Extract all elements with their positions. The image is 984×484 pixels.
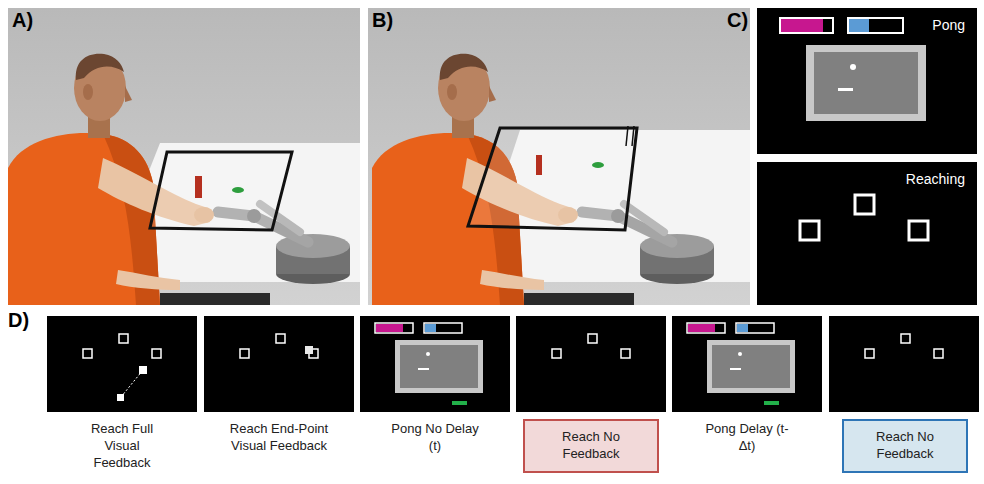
pong-field [814,52,918,114]
screen-panel: Reaching [757,162,977,305]
display-frame [468,128,637,230]
score-fill [849,19,869,32]
panel-background [8,8,360,305]
green-target [232,187,244,193]
target-square [909,221,928,240]
condition-box: Reach No Feedback [842,419,968,473]
target-set [552,334,630,358]
condition-caption: Pong Delay (t-Δt) [702,421,792,455]
start-point [117,394,124,401]
subject-scene [8,54,350,305]
cursor-trail [121,370,143,397]
condition-caption: Reach End-Point Visual Feedback [219,421,339,455]
target-square [800,221,819,240]
screen-background [672,316,822,412]
target-set [865,334,943,358]
pong-ball [850,64,856,70]
red-marker [195,176,202,198]
panel-background [368,8,750,305]
pong-game [687,323,795,405]
condition-caption: Pong No Delay (t) [390,421,480,455]
screen-background [516,316,666,412]
target-set [83,334,161,358]
screen-background [360,316,510,412]
node-text: Reach No Feedback [543,429,639,463]
screen-background [829,316,979,412]
green-target [592,162,604,168]
cursor [139,366,147,374]
screen-background [204,316,354,412]
node-text: Pong [932,17,965,34]
red-marker [536,155,542,175]
condition-caption: Reach Full Visual Feedback [77,421,167,472]
panel-label: A) [12,8,52,32]
pong-game [375,323,483,405]
cursor [305,346,313,354]
node-text: Reaching [906,171,965,188]
screen-panel: Pong [757,8,977,154]
mirror-edge [626,126,628,146]
pong-paddle [838,88,853,91]
mirror-edge [632,126,634,146]
score-fill [781,19,823,32]
pong-frame [806,45,926,121]
screen-background [757,162,977,305]
node-text: Reach No Feedback [862,429,948,463]
condition-box: Reach No Feedback [523,419,659,473]
subject-scene [372,54,714,305]
display-frame [150,152,292,230]
score-bar [780,18,833,33]
target-set [240,334,318,358]
panel-label: B) [372,8,412,32]
panel-label: D) [8,308,48,332]
score-bar [848,18,903,33]
screen-background [757,8,977,154]
screen-background [47,316,197,412]
target-square [855,195,874,214]
panel-label: C) [727,8,757,32]
